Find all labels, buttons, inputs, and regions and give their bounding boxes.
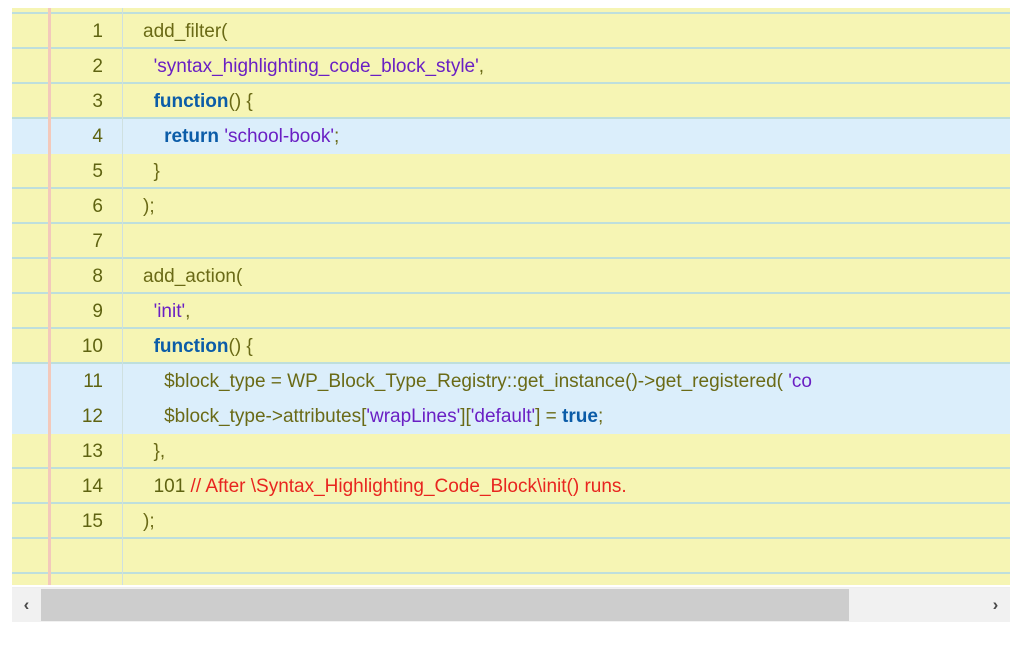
code-block-container: 1 add_filter( 2 'syntax_highlighting_code_… [12, 8, 1010, 622]
line-number: 7 [92, 231, 103, 252]
token-plain: $block_type = WP_Block_Type_Registry::ge… [143, 371, 789, 392]
token-string: 'co [788, 371, 812, 392]
token-keyword: return [164, 126, 220, 147]
code-line: 14 101 // After \Syntax_Highlighting_Cod… [12, 469, 1010, 504]
line-content: } [143, 154, 160, 189]
token-string: 'syntax_highlighting_code_block_style' [153, 56, 479, 77]
line-number: 11 [83, 371, 103, 392]
token-plain [143, 336, 154, 357]
token-plain [143, 56, 154, 77]
line-content: function() { [143, 84, 253, 119]
code-lines: 1 add_filter( 2 'syntax_highlighting_code_… [12, 8, 1010, 539]
token-plain: $block_type->attributes[ [143, 406, 367, 427]
token-string: 'init' [153, 301, 186, 322]
token-keyword: true [562, 406, 598, 427]
code-line: 8 add_action( [12, 259, 1010, 294]
line-content: 'syntax_highlighting_code_block_style', [143, 49, 484, 84]
line-number: 12 [81, 406, 103, 427]
scrollbar-thumb[interactable] [41, 589, 849, 621]
line-content: $block_type = WP_Block_Type_Registry::ge… [143, 364, 812, 399]
line-number: 2 [92, 56, 103, 77]
token-plain [143, 126, 164, 147]
scroll-left-arrow-icon[interactable]: ‹ [12, 588, 41, 622]
line-number: 6 [92, 196, 103, 217]
code-line: 4 return 'school-book'; [12, 119, 1010, 154]
code-line: 7 [12, 224, 1010, 259]
token-plain [143, 476, 154, 497]
token-plain: ][ [460, 406, 471, 427]
line-number: 4 [92, 126, 103, 147]
line-number: 5 [92, 161, 103, 182]
token-plain: ] = [535, 406, 563, 427]
token-plain: }, [143, 441, 166, 462]
line-number: 9 [92, 301, 103, 322]
code-line: 6); [12, 189, 1010, 224]
token-plain: () { [228, 336, 253, 357]
line-content: function() { [143, 329, 253, 364]
line-content: ); [143, 189, 155, 224]
line-number: 14 [81, 476, 103, 497]
token-comment: // After \Syntax_Highlighting_Code_Block… [190, 476, 627, 497]
line-content: 101 // After \Syntax_Highlighting_Code_B… [143, 469, 627, 504]
token-plain [143, 301, 154, 322]
token-plain: () { [228, 91, 253, 112]
code-line: 2 'syntax_highlighting_code_block_style'… [12, 49, 1010, 84]
code-line: 10 function() { [12, 329, 1010, 364]
token-plain: ; [334, 126, 340, 147]
line-content: ); [143, 504, 155, 539]
line-number: 15 [81, 511, 103, 532]
token-plain: , [478, 56, 485, 77]
code-viewport[interactable]: 1 add_filter( 2 'syntax_highlighting_code_… [12, 8, 1010, 585]
line-number: 13 [81, 441, 103, 462]
token-keyword: function [153, 91, 229, 112]
line-number: 10 [81, 336, 103, 357]
token-plain: } [143, 161, 160, 182]
token-plain [143, 91, 154, 112]
line-number: 3 [92, 91, 103, 112]
token-plain: add_filter( [143, 21, 228, 42]
scroll-right-arrow-icon[interactable]: › [981, 588, 1010, 622]
token-plain: , [185, 301, 191, 322]
line-content: 'init', [143, 294, 191, 329]
token-plain: ; [597, 406, 604, 427]
line-content: return 'school-book'; [143, 119, 339, 154]
line-content: add_action( [143, 259, 242, 294]
token-plain: ); [143, 511, 155, 532]
token-plain: ); [143, 196, 155, 217]
line-number: 1 [92, 21, 103, 42]
line-content: $block_type->attributes['wrapLines']['de… [143, 399, 603, 434]
code-line: 15); [12, 504, 1010, 539]
code-line: 13 }, [12, 434, 1010, 469]
token-keyword: function [153, 336, 229, 357]
code-line: 11 $block_type = WP_Block_Type_Registry:… [12, 364, 1010, 399]
code-line: 9 'init', [12, 294, 1010, 329]
line-content: }, [143, 434, 166, 469]
code-line: 3 function() { [12, 84, 1010, 119]
line-number: 8 [92, 266, 103, 287]
line-content: add_filter( [143, 14, 228, 49]
token-number: 101 [153, 476, 186, 497]
token-string: 'wrapLines' [366, 406, 461, 427]
horizontal-scrollbar[interactable]: ‹ › [12, 587, 1010, 622]
code-line: 1 add_filter( [12, 14, 1010, 49]
code-line: 12 $block_type->attributes['wrapLines'][… [12, 399, 1010, 434]
token-plain: add_action( [143, 266, 243, 287]
token-string: 'default' [470, 406, 536, 427]
token-string: 'school-book' [224, 126, 335, 147]
code-line: 5 } [12, 154, 1010, 189]
scrollbar-track[interactable] [41, 588, 981, 622]
